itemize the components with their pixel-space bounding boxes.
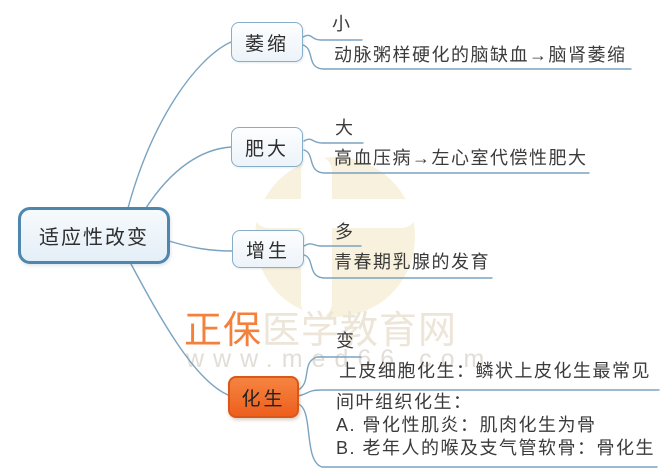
watermark-url-text: www.med66.com bbox=[186, 345, 494, 373]
branch-node-hypertrophy[interactable]: 肥大 bbox=[231, 127, 303, 167]
root-node-adaptive-change[interactable]: 适应性改变 bbox=[18, 207, 170, 264]
edge-atrophy-leaf2 bbox=[302, 44, 632, 70]
leaf-metaplasia-keyword[interactable]: 变 bbox=[336, 331, 356, 351]
leaf-hyperplasia-keyword[interactable]: 多 bbox=[335, 222, 355, 242]
edge-hypertrophy-leaf1 bbox=[303, 138, 364, 144]
watermark-brand-text: 正保医学教育网 bbox=[184, 299, 457, 354]
edge-atrophy-leaf1 bbox=[302, 34, 363, 41]
edge-root-hypertrophy bbox=[145, 146, 232, 209]
leaf-metaplasia-epithelial[interactable]: 上皮细胞化生：鳞状上皮化生最常见 bbox=[339, 361, 651, 381]
leaf-atrophy-example[interactable]: 动脉粥样硬化的脑缺血→脑肾萎缩 bbox=[334, 45, 627, 65]
edge-root-atrophy bbox=[127, 41, 232, 209]
edge-root-metaplasia bbox=[130, 263, 229, 396]
edge-hypertrophy-leaf2 bbox=[303, 149, 590, 174]
branch-node-hyperplasia[interactable]: 增生 bbox=[232, 230, 304, 268]
leaf-hyperplasia-example[interactable]: 青春期乳腺的发育 bbox=[334, 252, 490, 272]
leaf-hypertrophy-keyword[interactable]: 大 bbox=[335, 118, 355, 138]
edge-hyperplasia-leaf2 bbox=[303, 254, 493, 279]
edge-metaplasia-leaf1 bbox=[297, 356, 362, 391]
edge-metaplasia-leaf2 bbox=[297, 389, 660, 397]
leaf-metaplasia-mesenchymal[interactable]: 间叶组织化生： A. 骨化性肌炎：肌肉化生为骨 B. 老年人的喉及支气管软骨：骨… bbox=[336, 392, 656, 458]
edge-hyperplasia-leaf1 bbox=[303, 243, 362, 247]
branch-node-metaplasia[interactable]: 化生 bbox=[228, 376, 299, 418]
leaf-atrophy-keyword[interactable]: 小 bbox=[332, 14, 352, 34]
watermark-brand-highlight: 正保 bbox=[184, 310, 263, 352]
edge-metaplasia-leaf3 bbox=[297, 403, 658, 468]
branch-node-atrophy[interactable]: 萎缩 bbox=[231, 22, 303, 62]
watermark-brand-rest: 医学教育网 bbox=[262, 310, 458, 352]
edge-root-hyperplasia bbox=[168, 240, 233, 252]
leaf-hypertrophy-example[interactable]: 高血压病→左心室代偿性肥大 bbox=[334, 148, 588, 168]
